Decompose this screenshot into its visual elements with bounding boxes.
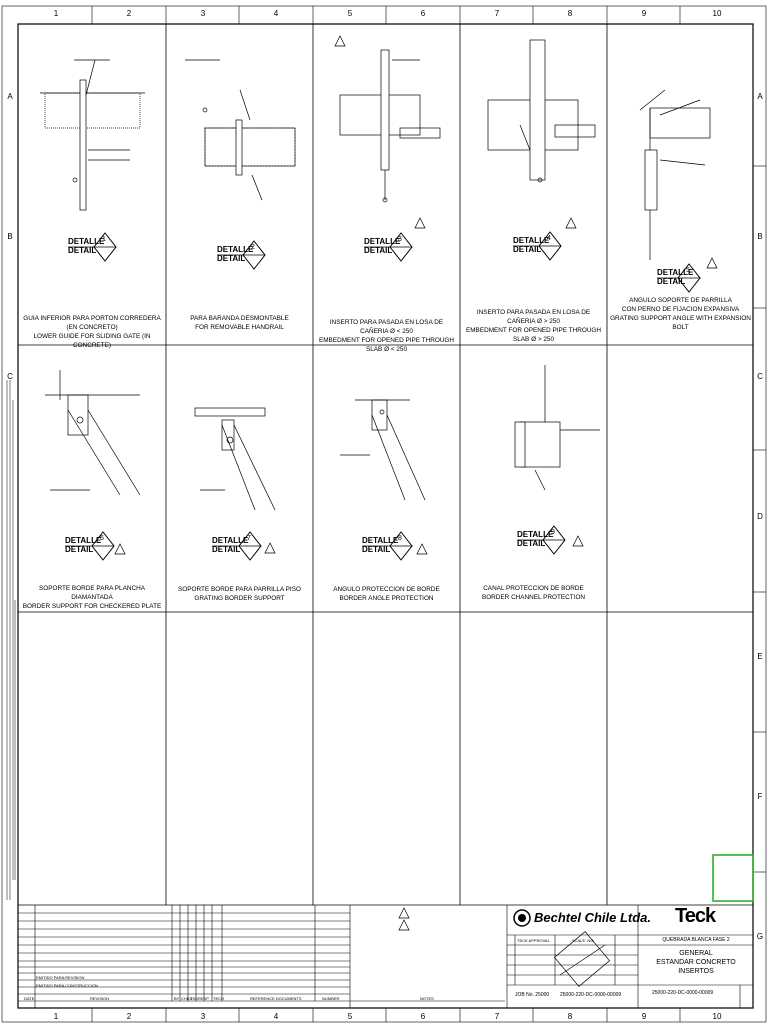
detail-number: 7 <box>247 535 251 542</box>
column-label: 2 <box>126 1012 132 1021</box>
rev-header-date: DATE <box>24 996 35 1001</box>
column-label: 9 <box>641 1012 647 1021</box>
detail-number: 4 <box>547 235 551 242</box>
row-label: F <box>757 792 763 801</box>
rev-header-revision: REVISION <box>90 996 110 1001</box>
detail-number: 3 <box>398 236 402 243</box>
doc-number: 25000-220-DC-0000-00009 <box>560 992 622 998</box>
rev-header-by: BY <box>174 996 180 1001</box>
row-label: A <box>7 92 13 101</box>
doc-number-right: 25000-220-DC-0000-00009 <box>652 990 714 996</box>
column-label: 8 <box>567 1012 573 1021</box>
detail-caption-4: INSERTO PARA PASADA EN LOSA DE CAÑERIA Ø… <box>465 309 602 343</box>
rev-row-c-desc: EMITIDO PARA REVISION <box>36 975 85 980</box>
detail-caption-3: INSERTO PARA PASADA EN LOSA DE CAÑERIA Ø… <box>318 319 455 353</box>
column-label: 3 <box>200 1012 206 1021</box>
approval-label: TECK APPROVAL <box>517 938 550 943</box>
column-label: 1 <box>53 9 59 18</box>
column-label: 7 <box>494 9 500 18</box>
client-logo: Teck <box>675 905 716 927</box>
rev-header-tsd: TSD <box>190 996 198 1001</box>
detail-number: 5 <box>686 267 690 274</box>
detail-number: 2 <box>251 244 255 251</box>
row-label: C <box>7 372 13 381</box>
job-number: JOB No. 25000 <box>515 992 550 998</box>
column-label: 9 <box>641 9 647 18</box>
column-label: 7 <box>494 1012 500 1021</box>
column-label: 4 <box>273 9 279 18</box>
rev-row-b-desc: EMITIDO PARA CONSTRUCCION <box>36 983 98 988</box>
detail-number: 8 <box>398 535 402 542</box>
column-label: 1 <box>53 1012 59 1021</box>
column-label: 5 <box>347 1012 353 1021</box>
column-label: 10 <box>712 9 722 18</box>
column-label: 3 <box>200 9 206 18</box>
ref-docs-header: REFERENCE DOCUMENTS <box>250 996 302 1001</box>
scale-label: SCALE: N/A <box>572 938 595 943</box>
detail-number: 6 <box>100 535 104 542</box>
rev-header-chkd: CHKD <box>181 996 193 1001</box>
column-label: 4 <box>273 1012 279 1021</box>
row-label: A <box>757 92 763 101</box>
rev-header-tech: TECH <box>213 996 224 1001</box>
title-line-1: GENERAL <box>679 950 713 957</box>
notes-header: NOTES <box>420 996 434 1001</box>
row-label: B <box>757 232 763 241</box>
rev-header-resp: RESP <box>198 996 209 1001</box>
company-name: Bechtel Chile Ltda. <box>534 910 652 925</box>
row-label: G <box>756 932 764 941</box>
column-label: 5 <box>347 9 353 18</box>
title-line-3: INSERTOS <box>678 968 714 975</box>
row-label: C <box>757 372 763 381</box>
column-label: 10 <box>712 1012 722 1021</box>
number-header: NUMBER <box>322 996 340 1001</box>
row-label: E <box>757 652 763 661</box>
project-name: QUEBRADA BLANCA FASE 2 <box>662 937 730 943</box>
title-line-2: ESTANDAR CONCRETO <box>656 959 736 966</box>
column-label: 2 <box>126 9 132 18</box>
column-label: 8 <box>567 9 573 18</box>
column-label: 6 <box>420 9 426 18</box>
column-label: 6 <box>420 1012 426 1021</box>
detail-caption-1: GUIA INFERIOR PARA PORTON CORREDERA (EN … <box>23 315 161 349</box>
row-label: D <box>757 512 763 521</box>
detail-number: 9 <box>551 529 555 536</box>
row-label: B <box>7 232 13 241</box>
detail-number: 1 <box>102 236 106 243</box>
